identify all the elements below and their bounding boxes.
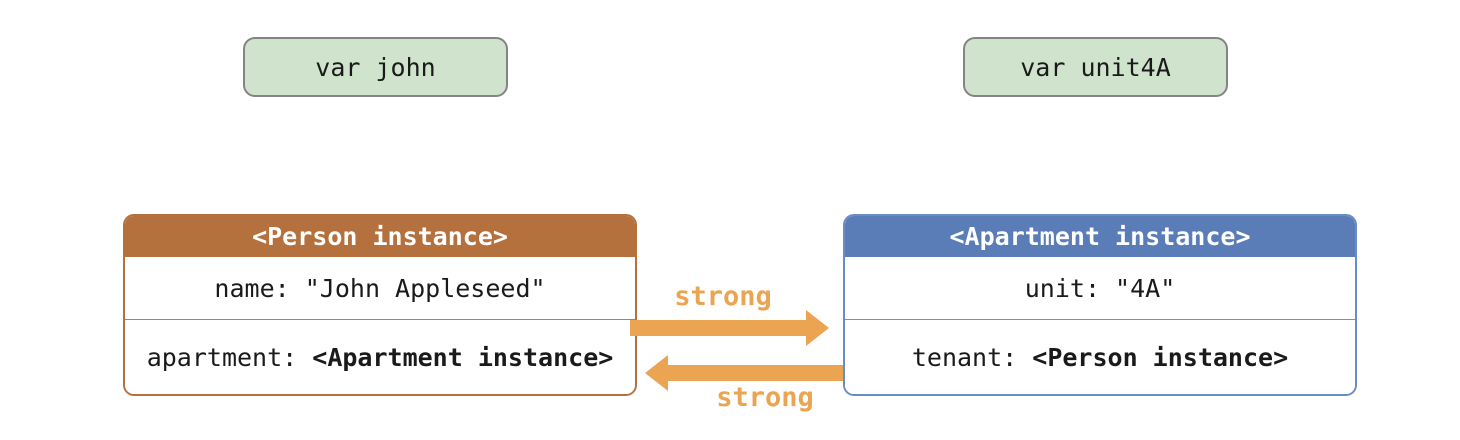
apartment-tenant-row: tenant: <Person instance> xyxy=(845,320,1355,394)
variable-box-unit4a: var unit4A xyxy=(963,37,1228,97)
arrow-left-head-icon xyxy=(645,355,668,391)
person-name-value: "John Appleseed" xyxy=(304,273,546,303)
apartment-tenant-property: tenant: xyxy=(911,342,1033,372)
variable-john-label: var john xyxy=(315,52,436,82)
apartment-instance-header: <Apartment instance> xyxy=(845,216,1355,257)
apartment-instance-header-label: <Apartment instance> xyxy=(949,222,1251,251)
apartment-tenant-value: <Person instance> xyxy=(1032,342,1289,372)
person-name-property: name: xyxy=(214,273,305,303)
variable-unit4a-label: var unit4A xyxy=(1020,52,1171,82)
apartment-unit-value: "4A" xyxy=(1115,273,1176,303)
person-apartment-row: apartment: <Apartment instance> xyxy=(125,320,635,394)
strong-label-top: strong xyxy=(674,281,772,312)
person-instance-box: <Person instance> name: "John Appleseed"… xyxy=(123,214,637,396)
person-apartment-property: apartment: xyxy=(146,342,313,372)
apartment-unit-row: unit: "4A" xyxy=(845,257,1355,320)
variable-box-john: var john xyxy=(243,37,508,97)
apartment-instance-box: <Apartment instance> unit: "4A" tenant: … xyxy=(843,214,1357,396)
apartment-unit-property: unit: xyxy=(1024,273,1116,303)
strong-reference-arrow-left xyxy=(667,365,843,381)
person-name-row: name: "John Appleseed" xyxy=(125,257,635,320)
arrow-right-head-icon xyxy=(806,310,829,346)
person-instance-header-label: <Person instance> xyxy=(252,222,508,251)
strong-label-bottom: strong xyxy=(716,382,814,413)
strong-reference-arrow-right xyxy=(630,320,807,336)
person-instance-header: <Person instance> xyxy=(125,216,635,257)
person-apartment-value: <Apartment instance> xyxy=(312,342,614,372)
